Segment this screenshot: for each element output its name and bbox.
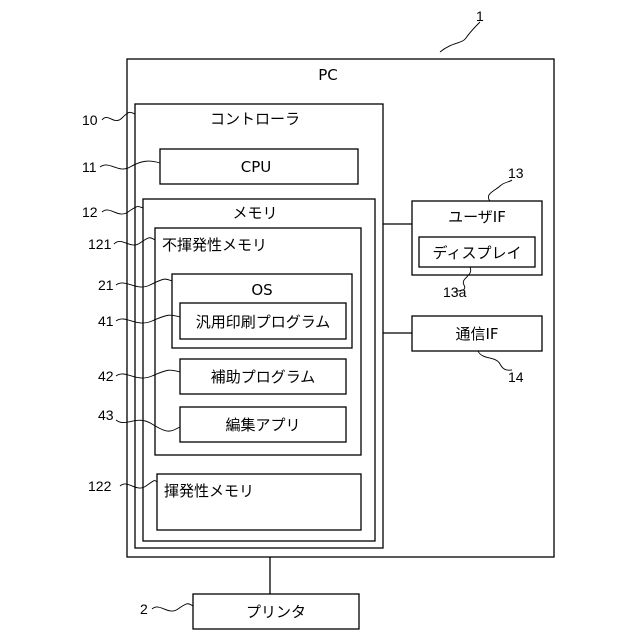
volatile-memory-label: 揮発性メモリ — [164, 482, 254, 500]
user-if-label: ユーザIF — [448, 208, 506, 226]
volatile-memory-ref: 122 — [88, 478, 112, 494]
controller-label: コントローラ — [210, 110, 300, 128]
os-label: OS — [251, 281, 272, 299]
memory-ref: 12 — [82, 204, 98, 220]
memory-label: メモリ — [232, 204, 277, 222]
comm-if-label: 通信IF — [455, 325, 498, 343]
controller-ref: 10 — [82, 112, 98, 128]
volatile-memory-leader-line — [120, 481, 157, 488]
pc-ref: 1 — [476, 8, 484, 24]
display-ref: 13a — [443, 284, 467, 300]
cpu-ref: 11 — [82, 159, 97, 175]
auxiliary-program-ref: 42 — [98, 368, 114, 384]
user-if-ref: 13 — [508, 165, 524, 181]
pc-leader-line — [440, 22, 480, 52]
auxiliary-program-label: 補助プログラム — [211, 368, 316, 386]
user-if-leader-line — [488, 180, 512, 201]
comm-if-ref: 14 — [508, 369, 524, 385]
generic-print-program-ref: 41 — [98, 313, 114, 329]
nonvolatile-memory-ref: 121 — [88, 236, 112, 252]
generic-print-program-label: 汎用印刷プログラム — [196, 313, 331, 331]
os-ref: 21 — [98, 277, 114, 293]
controller-leader-line — [102, 112, 135, 120]
editing-app-leader-line — [116, 420, 180, 431]
pc-label: PC — [318, 66, 338, 84]
printer-leader-line — [152, 604, 193, 611]
cpu-leader-line — [100, 161, 160, 169]
comm-if-leader-line — [478, 351, 512, 370]
memory-leader-line — [102, 207, 143, 214]
nonvolatile-memory-label: 不揮発性メモリ — [162, 236, 267, 254]
auxiliary-program-leader-line — [116, 370, 180, 378]
editing-app-label: 編集アプリ — [225, 416, 300, 434]
cpu-label: CPU — [241, 158, 272, 176]
printer-label: プリンタ — [246, 603, 306, 621]
printer-ref: 2 — [140, 601, 148, 617]
editing-app-ref: 43 — [98, 407, 114, 423]
display-label: ディスプレイ — [433, 244, 522, 262]
generic-print-program-leader-line — [116, 315, 180, 323]
os-leader-line — [116, 279, 172, 287]
